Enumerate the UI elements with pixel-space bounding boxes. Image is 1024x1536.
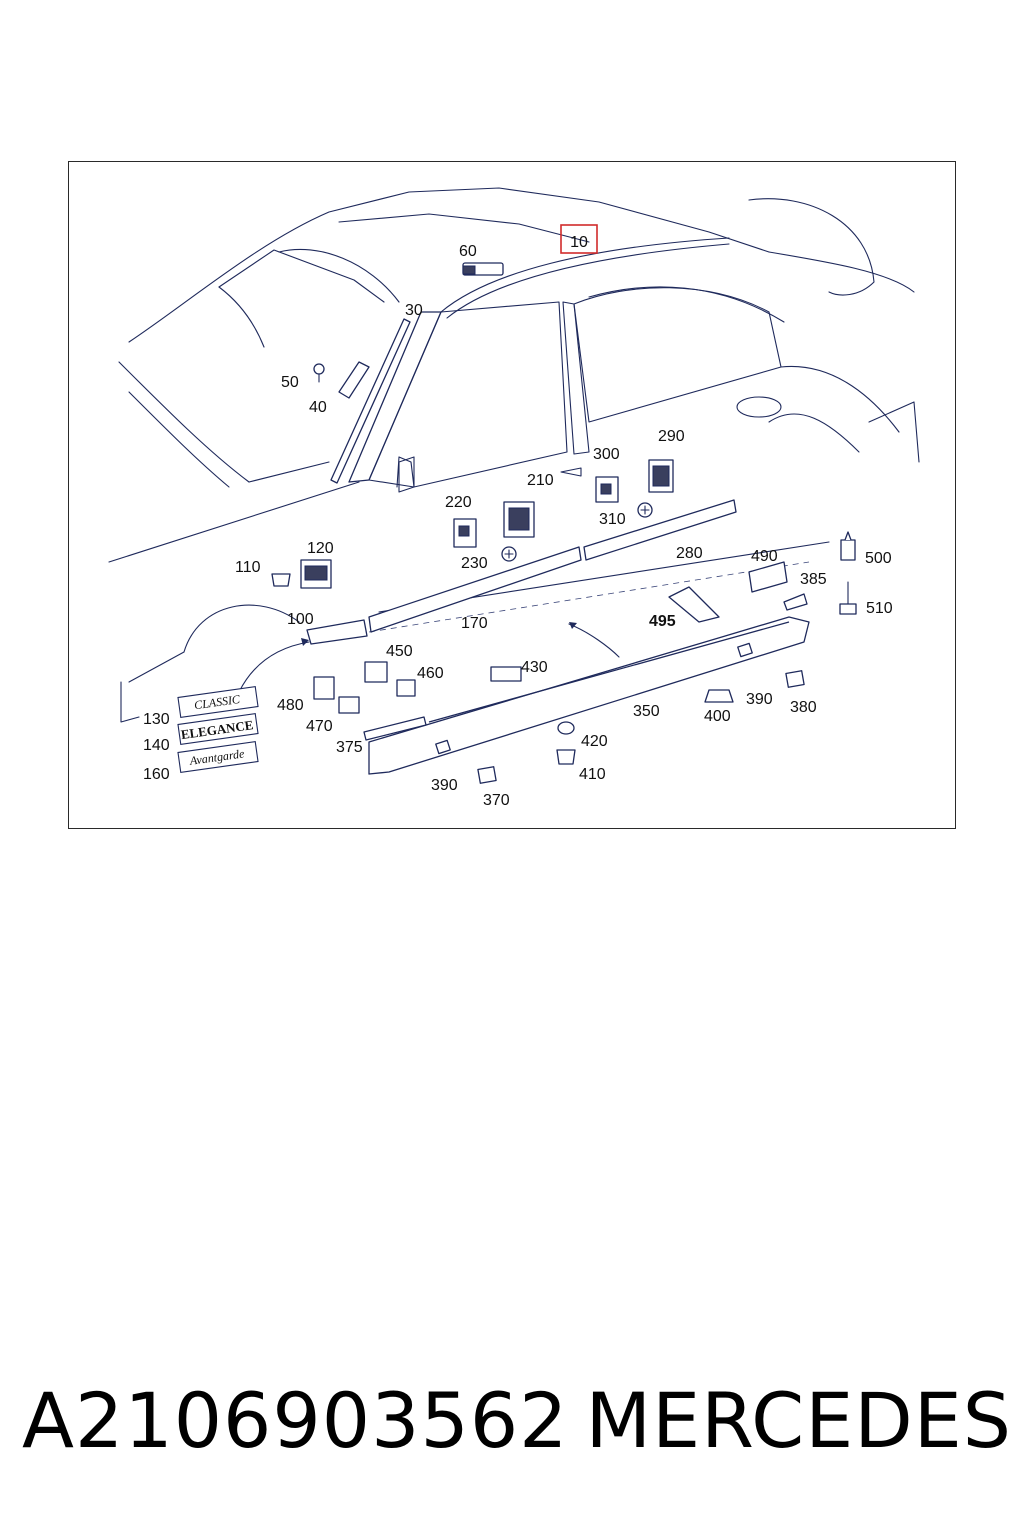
part-label[interactable]: 480 <box>277 697 304 714</box>
part-label[interactable]: 350 <box>633 703 660 720</box>
clip-part-385 <box>783 593 808 611</box>
part-label[interactable]: 120 <box>307 540 334 557</box>
part-label[interactable]: 40 <box>309 399 327 416</box>
part-label[interactable]: 490 <box>751 548 778 565</box>
part-label[interactable]: 470 <box>306 718 333 735</box>
clip-part-300 <box>595 476 619 503</box>
part-label[interactable]: 420 <box>581 733 608 750</box>
clip-part-110 <box>271 573 291 587</box>
part-label[interactable]: 50 <box>281 374 299 391</box>
part-label[interactable]: 110 <box>235 559 261 576</box>
badge-elegance: ELEGANCE <box>177 713 259 745</box>
brand-name: MERCEDES <box>585 1375 1012 1465</box>
clip-part-60 <box>462 262 504 276</box>
screw-part-310 <box>637 502 653 518</box>
bolt-part-500 <box>840 531 856 561</box>
part-label[interactable]: 390 <box>746 691 773 708</box>
part-number: A2106903562 <box>22 1375 569 1465</box>
cap-part-380 <box>785 670 805 688</box>
door-moulding-rear <box>583 499 737 561</box>
screw-part-50 <box>313 363 325 383</box>
part-label[interactable]: 310 <box>599 511 626 528</box>
door-moulding-front <box>368 546 582 633</box>
part-label[interactable]: 290 <box>658 428 685 445</box>
cap-part-370 <box>477 766 497 784</box>
clip-part-220 <box>453 518 477 548</box>
clip-part-120 <box>300 559 332 589</box>
badge-classic: CLASSIC <box>177 686 259 718</box>
rocker-panel <box>368 616 810 775</box>
clip-part-450 <box>364 661 388 683</box>
clip-part-410 <box>556 749 576 765</box>
clip-part-490 <box>748 561 788 593</box>
part-label[interactable]: 30 <box>405 302 423 319</box>
part-label[interactable]: 370 <box>483 792 510 809</box>
part-label[interactable]: 410 <box>579 766 606 783</box>
part-label[interactable]: 280 <box>676 545 703 562</box>
clip-part-460 <box>396 679 416 697</box>
clip-part-40 <box>338 361 370 399</box>
part-label[interactable]: 460 <box>417 665 444 682</box>
clip-part-470 <box>338 696 360 714</box>
badge-classic-text: CLASSIC <box>193 692 241 712</box>
part-caption: A2106903562 MERCEDES <box>22 1370 1012 1470</box>
part-label[interactable]: 300 <box>593 446 620 463</box>
part-label[interactable]: 375 <box>336 739 363 756</box>
part-label[interactable]: 130 <box>143 711 170 728</box>
part-label[interactable]: 390 <box>431 777 458 794</box>
clip-part-290 <box>648 459 674 493</box>
grommet-part-420 <box>557 721 575 735</box>
part-label[interactable]: 450 <box>386 643 413 660</box>
bolt-part-510 <box>839 581 857 615</box>
part-label[interactable]: 140 <box>143 737 170 754</box>
screw-part-230 <box>501 546 517 562</box>
exploded-parts-diagram: CLASSIC ELEGANCE Avantgarde 10 60 30 50 … <box>108 187 920 809</box>
part-label[interactable]: 430 <box>521 659 548 676</box>
fender-moulding <box>306 619 368 645</box>
part-label[interactable]: 380 <box>790 699 817 716</box>
car-body-outline <box>108 187 920 723</box>
part-label[interactable]: 495 <box>649 613 676 630</box>
clip-part-400 <box>704 689 734 703</box>
part-label-10[interactable]: 10 <box>570 234 588 251</box>
part-label[interactable]: 210 <box>527 472 554 489</box>
part-label[interactable]: 500 <box>865 550 892 567</box>
part-label[interactable]: 100 <box>287 611 314 628</box>
part-label[interactable]: 220 <box>445 494 472 511</box>
clip-part-480 <box>313 676 335 700</box>
rocker-strip-375 <box>363 716 427 741</box>
clip-part-210 <box>503 501 535 538</box>
badge-avantgarde: Avantgarde <box>177 741 259 773</box>
part-label[interactable]: 230 <box>461 555 488 572</box>
part-labels: 60 30 50 40 300 290 210 220 310 230 280 … <box>143 243 893 809</box>
part-label[interactable]: 385 <box>800 571 827 588</box>
parts-diagram-frame: CLASSIC ELEGANCE Avantgarde 10 60 30 50 … <box>68 161 956 829</box>
part-label[interactable]: 160 <box>143 766 170 783</box>
highlight-box-part-10[interactable] <box>560 224 598 254</box>
part-label[interactable]: 510 <box>866 600 893 617</box>
part-label[interactable]: 400 <box>704 708 731 725</box>
clip-part-430 <box>490 666 522 682</box>
part-label[interactable]: 170 <box>461 615 488 632</box>
clip-part-495 <box>668 586 720 623</box>
part-label[interactable]: 60 <box>459 243 477 260</box>
